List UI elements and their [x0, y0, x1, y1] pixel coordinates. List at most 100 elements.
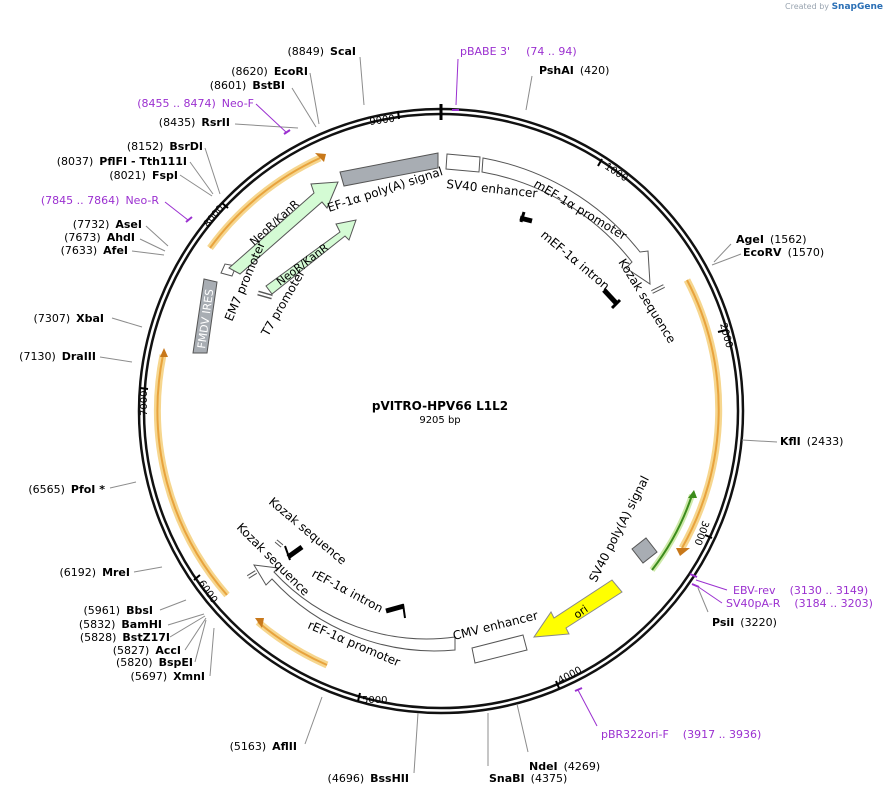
- site-mrei-pos: (6192): [59, 566, 96, 579]
- tick-mark-5000: [357, 692, 361, 702]
- primer-pbabe3-name: pBABE 3': [460, 45, 510, 58]
- feature-neor-kanr-outer: [228, 181, 339, 275]
- orf-arrowhead-right: [676, 548, 690, 556]
- tick-label-8000: 8000: [202, 203, 227, 230]
- site-scai-name: ScaI: [330, 45, 356, 58]
- primer-neo-r-name: Neo-R: [125, 194, 159, 207]
- orf-arrowhead-green: [688, 490, 697, 498]
- site-draiii-pos: (7130): [19, 350, 56, 363]
- site-fspi-name: FspI: [152, 169, 178, 182]
- site-pshai-name: PshAI: [539, 64, 574, 77]
- site-kfli-pos: (2433): [807, 435, 844, 448]
- site-bstbi-name: BstBI: [252, 79, 285, 92]
- features: [192, 152, 665, 664]
- label-ref1a-intron: rEF-1α intron: [310, 566, 386, 615]
- primer-neo-r: (7845 .. 7864) Neo-R: [41, 194, 159, 207]
- primer-connector-lines: [164, 58, 728, 727]
- site-draiii: (7130) DraIII: [19, 350, 96, 363]
- orf-arcs: [153, 153, 723, 669]
- site-ecorv-name: EcoRV: [743, 246, 782, 259]
- site-bstz17i-pos: (5828): [80, 631, 117, 644]
- site-agei-name: AgeI: [736, 233, 764, 246]
- feature-ef1a-polya: [339, 152, 439, 187]
- site-pflfi-name: PflFI: [99, 155, 127, 168]
- site-afei-pos: (7633): [61, 244, 98, 257]
- site-bspei-name: BspEI: [159, 656, 193, 669]
- primer-pbr322ori-f: pBR322ori-F (3917 .. 3936): [601, 728, 761, 741]
- site-ecori-pos: (8620): [231, 65, 268, 78]
- site-ndei-name: NdeI: [529, 760, 558, 773]
- site-bsshii-name: BssHII: [370, 772, 409, 785]
- site-ahdi-pos: (7673): [64, 231, 101, 244]
- site-pshai: PshAI(420): [539, 64, 609, 77]
- tick-mark-8000: [221, 202, 229, 209]
- site-aflii-name: AflII: [272, 740, 297, 753]
- orf-arc-left: [153, 354, 230, 598]
- feature-cmv-enhancer: [471, 634, 528, 664]
- plasmid-length: 9205 bp: [419, 415, 460, 426]
- site-aflii-pos: (5163): [230, 740, 267, 753]
- site-snabi-pos: (4375): [531, 772, 568, 785]
- site-bstbi-pos: (8601): [210, 79, 247, 92]
- tick-label-7000: 7000: [139, 391, 150, 416]
- site-xbai-pos: (7307): [34, 312, 71, 325]
- primer-ebv-rev-range: (3130 .. 3149): [790, 584, 869, 597]
- site-agei-pos: (1562): [770, 233, 807, 246]
- site-pfoi: (6565) PfoI *: [28, 483, 105, 496]
- primer-marks: [185, 109, 700, 692]
- site-pfoi-name: PfoI *: [71, 483, 105, 496]
- site-acci-name: AccI: [155, 644, 181, 657]
- site-scai: (8849) ScaI: [287, 45, 356, 58]
- site-kfli-name: KflI: [780, 435, 801, 448]
- site-scai-pos: (8849): [287, 45, 324, 58]
- tick-label-5000: 5000: [362, 695, 387, 706]
- label-fmdv-ires: FMDV IRES: [195, 288, 216, 349]
- site-xmni-pos: (5697): [131, 670, 168, 683]
- site-xbai: (7307)XbaI: [34, 312, 104, 325]
- site-acci-pos: (5827): [113, 644, 150, 657]
- site-aflii: (5163) AflII: [230, 740, 297, 753]
- orf-arrowhead-lower-left: [255, 618, 264, 628]
- site-bbsi-pos: (5961): [84, 604, 121, 617]
- site-ahdi: (7673)AhdI: [64, 231, 135, 244]
- feature-sv40-enhancer: [445, 153, 481, 173]
- site-xmni: (5697)XmnI: [131, 670, 205, 683]
- site-bsrdi-name: BsrDI: [169, 140, 203, 153]
- primer-pbabe3: pBABE 3' (74 .. 94): [460, 45, 577, 58]
- site-labels: (8849)ScaI (8620)EcoRI (8601)BstBI (8435…: [19, 45, 843, 785]
- site-ecorv-pos: (1570): [788, 246, 825, 259]
- label-em7-promoter: EM7 promoter: [222, 239, 268, 323]
- snapgene-credit: Created by SnapGene: [785, 2, 883, 12]
- site-fspi-pos: (8021): [109, 169, 146, 182]
- primer-neo-f-range: (8455 .. 8474): [137, 97, 216, 110]
- site-bamhi-pos: (5832): [79, 618, 116, 631]
- primer-pbr322ori-f-name: pBR322ori-F: [601, 728, 669, 741]
- site-acci: (5827) AccI: [113, 644, 181, 657]
- tick-mark-3000: [704, 534, 713, 539]
- site-bsrdi-pos: (8152): [127, 140, 164, 153]
- primer-neo-r-range: (7845 .. 7864): [41, 194, 120, 207]
- primer-sv40pa-r-name: SV40pA-R: [726, 597, 781, 610]
- credit-prefix: Created by: [785, 2, 830, 11]
- site-draiii-name: DraIII: [62, 350, 96, 363]
- feature-fmdv-ires: [192, 278, 218, 354]
- site-pfoi-pos: (6565): [28, 483, 65, 496]
- primer-neo-f-name: Neo-F: [222, 97, 254, 110]
- site-bstbi: (8601) BstBI: [210, 79, 285, 92]
- label-mef1a-intron: mEF-1α intron: [538, 228, 612, 293]
- site-afei-name: AfeI: [103, 244, 128, 257]
- site-tth111i-name: - Tth111I: [127, 155, 187, 168]
- primer-pbabe3-range: (74 .. 94): [526, 45, 577, 58]
- feature-ref1a-intron: [284, 544, 406, 619]
- primer-labels: pBABE 3' (74 .. 94) (8455 .. 8474) Neo-F (…: [41, 45, 873, 741]
- feature-kozak-top-inner: [651, 285, 665, 293]
- site-asei: (7732)AseI: [73, 218, 142, 231]
- primer-pbr322ori-f-range: (3917 .. 3936): [683, 728, 762, 741]
- tick-mark-2000: [717, 329, 727, 333]
- site-bamhi: (5832) BamHI: [79, 618, 162, 631]
- tick-label-9000: 9000: [369, 114, 396, 128]
- site-bamhi-name: BamHI: [121, 618, 162, 631]
- feature-sv40-polya: [631, 537, 658, 564]
- orf-arc-green: [649, 494, 695, 572]
